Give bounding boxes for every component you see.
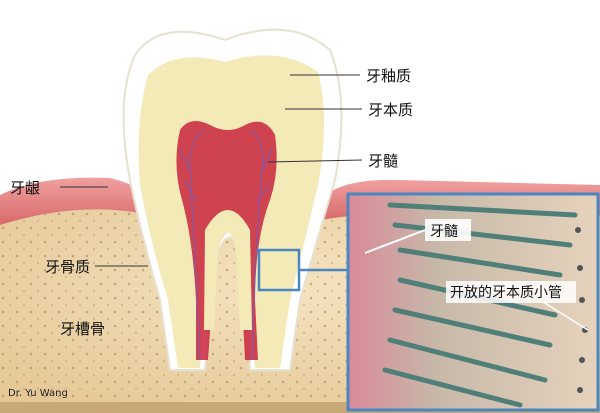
label-dentin: 牙本质	[368, 101, 413, 119]
label-gum: 牙龈	[10, 179, 40, 197]
label-alveolar-bone: 牙槽骨	[60, 320, 105, 338]
label-cementum: 牙骨质	[45, 258, 90, 276]
watermark: Dr. Yu Wang	[8, 388, 68, 399]
dentin-tubules	[382, 202, 578, 408]
label-pulp: 牙髓	[368, 152, 398, 170]
inset-open-tubules-label: 开放的牙本质小管	[450, 285, 562, 301]
inset-pulp-label: 牙髓	[430, 224, 458, 240]
label-enamel: 牙釉质	[366, 67, 411, 85]
gum-left	[0, 177, 150, 225]
pulp-vessels	[179, 129, 273, 361]
tooth-pulp	[176, 121, 277, 360]
tubule-openings	[575, 227, 588, 393]
magnified-inset: 牙髓 开放的牙本质小管	[346, 192, 600, 412]
pulp-inner	[204, 210, 252, 330]
